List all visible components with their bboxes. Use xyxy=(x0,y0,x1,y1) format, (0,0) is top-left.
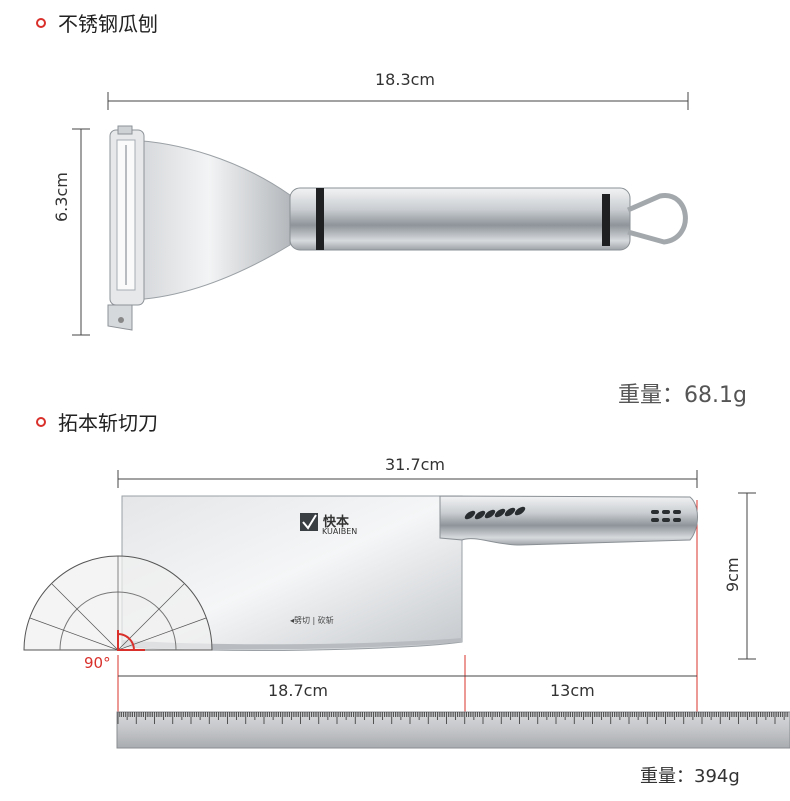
cleaver-section-title: 拓本斩切刀 xyxy=(36,407,158,436)
cleaver-height-label: 9cm xyxy=(723,557,742,592)
peeler-length-dimension xyxy=(107,92,689,110)
angle-label: 90° xyxy=(84,654,111,672)
peeler-weight-label: 重量：68.1g xyxy=(618,383,747,408)
handle-length-label: 13cm xyxy=(550,681,595,700)
peeler-section-title: 不锈钢瓜刨 xyxy=(36,8,158,37)
bullet-ring-icon xyxy=(36,416,46,427)
protractor-image xyxy=(23,555,213,651)
blade-length-label: 18.7cm xyxy=(268,681,329,700)
brand-en-label: KUAIBEN xyxy=(322,527,358,536)
ruler-image xyxy=(116,711,790,749)
cleaver-title-text: 拓本斩切刀 xyxy=(58,411,158,435)
cleaver-weight-label: 重量：394g xyxy=(640,766,740,787)
cleaver-height-dimension xyxy=(738,492,756,660)
peeler-height-label: 6.3cm xyxy=(52,172,71,222)
cleaver-length-label: 31.7cm xyxy=(385,455,446,474)
brand-cn-label: 快本 xyxy=(323,515,350,530)
peeler-height-dimension xyxy=(72,128,90,336)
blade-mark-label: ◂劈切 | 砍斩 xyxy=(290,616,334,625)
peeler-title-text: 不锈钢瓜刨 xyxy=(58,12,158,36)
cleaver-length-dimension xyxy=(117,470,698,488)
bullet-ring-icon xyxy=(36,17,46,28)
peeler-length-label: 18.3cm xyxy=(375,70,436,89)
cleaver-image xyxy=(121,495,698,652)
peeler-image xyxy=(107,125,688,331)
